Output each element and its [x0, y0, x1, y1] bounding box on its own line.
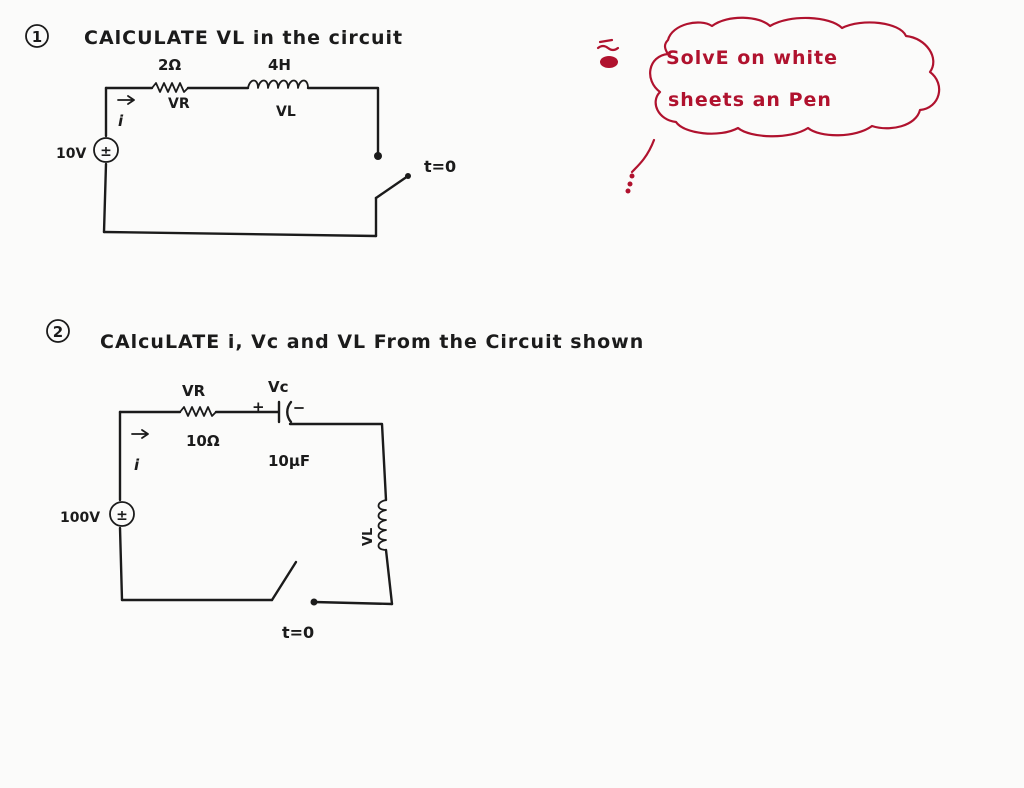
problem-2-statement: CAlcuLATE i, Vc and VL From the Circuit … — [100, 331, 644, 353]
p2-switch-label: t=0 — [282, 623, 314, 642]
p2-capacitor-plate-2 — [286, 400, 293, 424]
p2-capacitor-voltage: Vc — [268, 378, 289, 396]
problem-1-number-circle — [25, 24, 49, 48]
problem-2-circuit: ± 100V i — [60, 400, 394, 606]
p2-capacitor-value: 10μF — [268, 452, 310, 470]
p2-source-polarity: ± — [116, 508, 128, 524]
note-bubble: SolvE on white sheets an Pen — [596, 16, 941, 194]
p1-switch-label: t=0 — [424, 157, 456, 176]
p1-wire-top-right — [306, 86, 380, 156]
p1-voltage-source — [93, 137, 119, 163]
p1-inductor-voltage: VL — [276, 104, 296, 120]
note-cloud-outline — [649, 16, 941, 138]
note-text-line-2: sheets an Pen — [668, 89, 832, 111]
p1-inductor-value: 4H — [268, 56, 291, 74]
p2-current-arrow — [131, 429, 149, 439]
p1-inductor — [247, 79, 309, 89]
p1-source-polarity: ± — [100, 144, 112, 160]
problem-1-circuit: ± 10V i — [56, 79, 411, 238]
p2-capacitor-polarity: + — [252, 398, 265, 416]
problem-1: 1 CAlCULATE VL in the circuit ± 10V i — [25, 24, 456, 238]
p2-resistor-voltage: VR — [182, 382, 206, 400]
p1-wire-bottom-left — [102, 162, 108, 234]
p1-source-value: 10V — [56, 146, 86, 162]
note-trail-dot-1 — [629, 173, 635, 179]
p2-wire-top-right — [288, 422, 388, 502]
p2-current-label: i — [134, 456, 140, 474]
p2-resistor — [179, 406, 217, 417]
p2-source-value: 100V — [60, 510, 100, 526]
problem-2-number: 2 — [53, 323, 63, 341]
p1-resistor — [151, 82, 189, 93]
note-text-line-1: SolvE on white — [666, 47, 838, 69]
p2-switch-blade — [270, 560, 298, 602]
p2-wire-bottom-right — [384, 548, 394, 606]
p2-voltage-source — [109, 501, 135, 527]
p1-wire-bottom — [102, 230, 378, 238]
p2-inductor-voltage: VL — [361, 528, 376, 546]
p1-current-arrow — [117, 95, 135, 105]
p2-inductor — [377, 499, 387, 551]
note-trail-stroke — [630, 138, 656, 174]
p1-switch-blade — [374, 174, 410, 200]
p1-resistor-value: 2Ω — [158, 56, 181, 74]
note-trail-dot-3 — [625, 188, 631, 194]
thinking-face-icon — [596, 38, 620, 68]
p1-switch-contact-top — [374, 152, 382, 160]
p2-wire-left-lower — [118, 526, 124, 602]
problem-1-statement: CAlCULATE VL in the circuit — [84, 27, 403, 49]
p1-resistor-voltage: VR — [168, 96, 190, 112]
problem-1-number: 1 — [32, 28, 42, 46]
problem-2-number-circle — [46, 319, 70, 343]
p2-switch-contact-right — [310, 598, 318, 606]
problem-2: 2 CAlcuLATE i, Vc and VL From the Circui… — [46, 319, 644, 642]
p2-wire-bottom-right-h — [312, 600, 394, 606]
p2-resistor-value: 10Ω — [186, 432, 220, 450]
p1-current-label: i — [118, 112, 124, 130]
note-trail-dot-2 — [627, 181, 633, 187]
